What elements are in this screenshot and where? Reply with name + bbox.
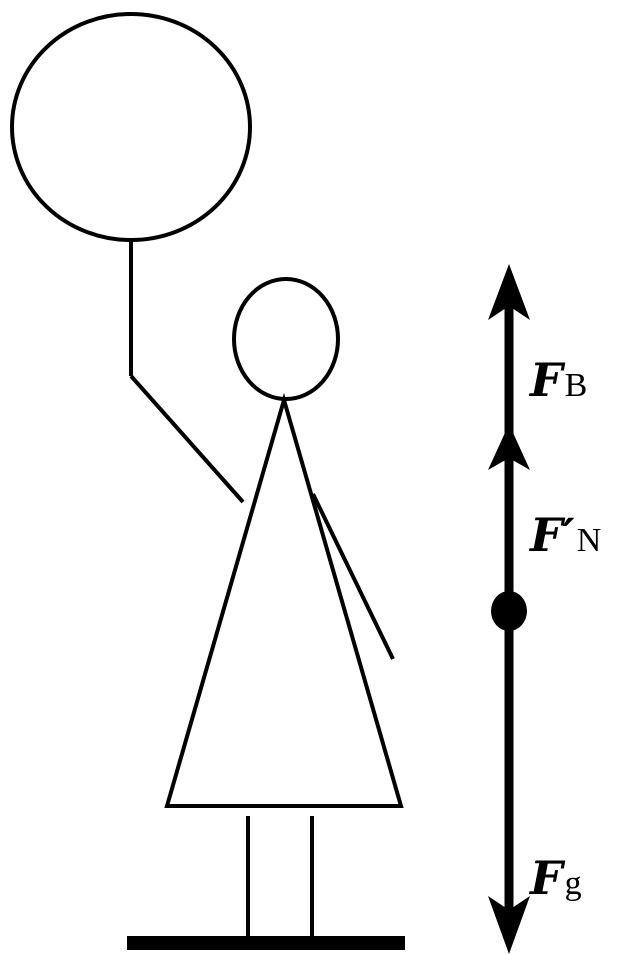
- ground-line: [127, 936, 405, 950]
- normal-force-label: F′N: [528, 508, 601, 562]
- gravity-force-arrowhead: [488, 896, 530, 954]
- normal-force-arrowhead: [488, 424, 530, 470]
- person-body: [164, 392, 404, 808]
- buoyant-force-arrowhead: [488, 264, 530, 320]
- raised-arm: [129, 374, 245, 504]
- force-origin-dot: [491, 591, 527, 631]
- lowered-arm: [311, 493, 395, 660]
- balloon: [10, 12, 252, 242]
- buoyant-force-label: FB: [528, 353, 587, 407]
- person-head: [232, 277, 340, 401]
- gravity-force-label: Fg: [528, 851, 582, 905]
